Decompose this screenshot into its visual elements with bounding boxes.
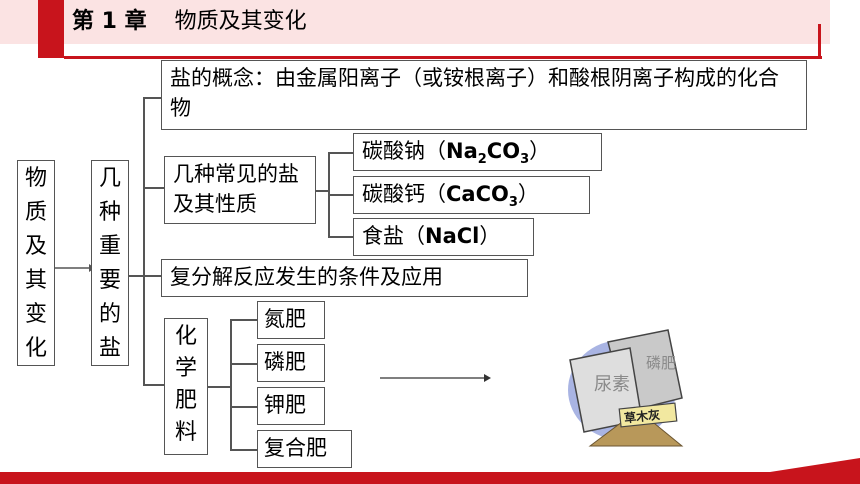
double-decomposition-box: 复分解反应发生的条件及应用	[161, 259, 528, 297]
connector-line	[143, 187, 164, 189]
page-title: 第 1 章 物质及其变化	[72, 8, 307, 36]
formula-subscript: 3	[520, 152, 530, 168]
fertilizer-label: 钾肥	[264, 393, 306, 417]
chapter-title: 物质及其变化	[174, 9, 307, 34]
root-char: 其	[24, 268, 47, 293]
main-char: 的	[98, 302, 121, 327]
formula-part: NaCl	[425, 224, 480, 248]
connector-line	[143, 275, 161, 277]
fertilizer-compound-box: 复合肥	[257, 430, 352, 468]
header-right-bracket	[818, 24, 821, 59]
salt-name: 食盐（	[362, 224, 425, 248]
main-char: 几	[98, 166, 121, 191]
root-char: 质	[24, 200, 47, 225]
root-char: 及	[24, 234, 47, 259]
chapter-label: 第 1 章	[72, 9, 147, 34]
salt-close: ）	[529, 139, 551, 163]
root-node-box: 物 质 及 其 变 化	[17, 160, 55, 366]
fertilizer-potassium-box: 钾肥	[257, 387, 325, 425]
root-char: 变	[24, 302, 47, 327]
fertilizer-label: 磷肥	[264, 350, 306, 374]
connector-line	[328, 152, 353, 154]
fertilizer-char: 肥	[174, 388, 197, 413]
fertilizer-phosphorus-box: 磷肥	[257, 344, 325, 382]
fertilizer-label: 氮肥	[264, 307, 306, 331]
connector-line	[328, 194, 353, 196]
main-char: 盐	[98, 336, 121, 361]
formula-subscript: 3	[508, 195, 518, 211]
salt-box-sodium-carbonate: 碳酸钠（Na2CO3）	[353, 133, 602, 171]
header-underline	[64, 56, 822, 59]
connector-line	[129, 275, 143, 277]
connector-line	[208, 386, 230, 388]
header-accent-block	[38, 0, 64, 58]
common-salts-text: 几种常见的盐及其性质	[173, 162, 299, 216]
fertilizer-char: 学	[174, 356, 197, 381]
main-node-box: 几 种 重 要 的 盐	[91, 160, 129, 366]
formula-part: CO	[486, 139, 521, 163]
connector-line	[143, 384, 164, 386]
double-decomposition-text: 复分解反应发生的条件及应用	[170, 265, 443, 289]
main-node-text: 几 种 重 要 的 盐	[92, 161, 128, 366]
root-node-text: 物 质 及 其 变 化	[18, 161, 54, 366]
salt-box-table-salt: 食盐（NaCl）	[353, 218, 534, 256]
fertilizer-bags-illustration: 尿素 磷肥 草木灰	[568, 329, 684, 447]
fertilizer-title-box: 化 学 肥 料	[164, 318, 208, 455]
salt-name: 碳酸钠（	[362, 139, 446, 163]
formula-part: Na	[446, 139, 478, 163]
main-char: 重	[98, 234, 121, 259]
common-salts-box: 几种常见的盐及其性质	[164, 156, 316, 224]
connector-line	[143, 97, 145, 385]
formula-part: CaCO	[446, 182, 509, 206]
salt-box-calcium-carbonate: 碳酸钙（CaCO3）	[353, 176, 590, 214]
connector-line	[230, 363, 257, 365]
root-char: 物	[24, 166, 47, 191]
connector-line	[230, 319, 257, 321]
formula-subscript: 2	[477, 152, 487, 168]
salt-close: ）	[479, 224, 501, 248]
root-char: 化	[24, 336, 47, 361]
footer-bar	[0, 472, 860, 484]
salt-concept-text: 盐的概念：由金属阳离子（或铵根离子）和酸根阴离子构成的化合物	[170, 66, 779, 120]
bag-text-phosphate: 磷肥	[646, 354, 676, 372]
illustration-arrow	[380, 374, 491, 382]
main-char: 要	[98, 268, 121, 293]
footer-corner	[770, 458, 860, 472]
connector-line	[143, 97, 161, 99]
salt-name: 碳酸钙（	[362, 182, 446, 206]
fertilizer-nitrogen-box: 氮肥	[257, 301, 325, 339]
salt-concept-box: 盐的概念：由金属阳离子（或铵根离子）和酸根阴离子构成的化合物	[161, 60, 807, 130]
bag-text-urea: 尿素	[594, 374, 630, 395]
bag-text-wood-ash: 草木灰	[623, 407, 660, 426]
fertilizer-title-text: 化 学 肥 料	[165, 319, 207, 449]
connector-line	[230, 449, 257, 451]
connector-line	[230, 406, 257, 408]
connector-line	[230, 319, 232, 450]
main-char: 种	[98, 200, 121, 225]
fertilizer-char: 料	[174, 420, 197, 445]
root-to-main-arrow	[55, 264, 95, 272]
connector-line	[316, 190, 328, 192]
fertilizer-char: 化	[174, 324, 197, 349]
salt-close: ）	[517, 182, 539, 206]
header-background	[0, 0, 830, 44]
connector-line	[328, 236, 353, 238]
fertilizer-label: 复合肥	[264, 436, 327, 460]
